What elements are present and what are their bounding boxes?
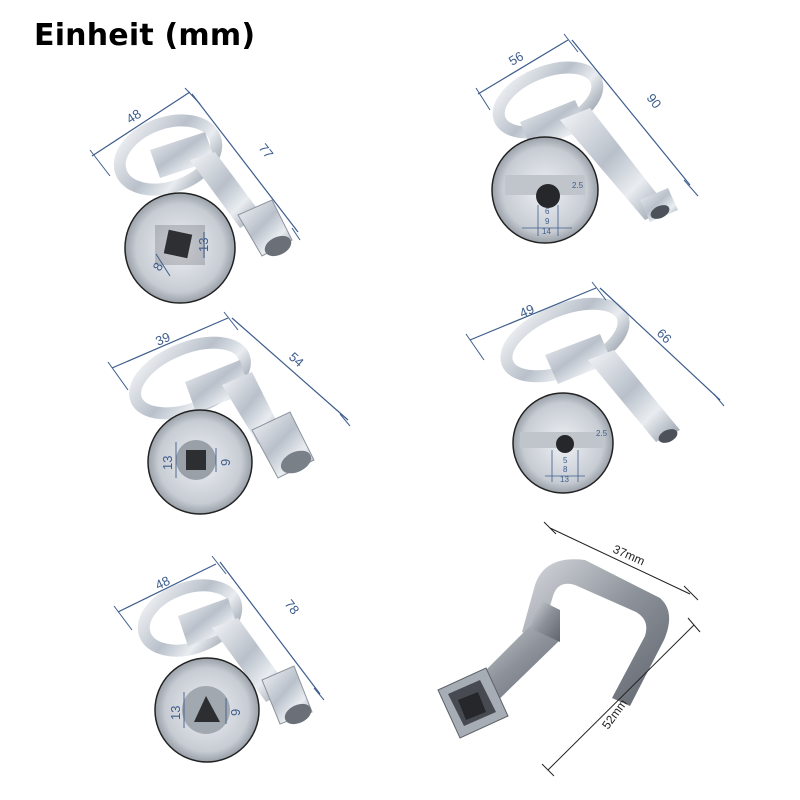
unit-title: Einheit (mm) (34, 18, 256, 53)
key-5: 48 78 13 9 (113, 555, 325, 763)
key-2-socket-b: 6 (545, 207, 550, 216)
key-3-width: 39 (153, 329, 172, 349)
key-1-length: 77 (256, 141, 277, 162)
key-4-socket-c: 8 (563, 465, 568, 474)
key-3-socket-b: 9 (218, 459, 233, 466)
key-3-length: 54 (286, 349, 307, 370)
key-1-width: 48 (123, 106, 143, 126)
key-2-socket-c: 9 (545, 217, 550, 226)
key-2: 56 90 2.5 6 9 14 (475, 33, 699, 244)
key-1: 48 77 13 8 (89, 87, 301, 304)
key-5-socket-b: 9 (228, 709, 243, 716)
key-5-width: 48 (153, 573, 173, 593)
key-5-length: 78 (282, 597, 303, 618)
key-4-width: 49 (517, 301, 536, 321)
key-3: 39 54 13 9 (107, 311, 351, 515)
key-2-length: 90 (644, 91, 665, 112)
key-2-socket-d: 14 (542, 227, 551, 236)
key-4-socket-b: 5 (563, 456, 568, 465)
key-2-socket-a: 2.5 (572, 181, 584, 190)
key-4-socket-d: 13 (560, 475, 569, 484)
key-1-socket-a: 13 (196, 238, 211, 252)
key-4: 49 66 2.5 5 8 13 (465, 281, 725, 494)
key-5-socket-a: 13 (168, 706, 183, 720)
key-4-length: 66 (654, 326, 675, 347)
key-3-socket-a: 13 (160, 456, 175, 470)
key-6: 37mm 52mm (437, 521, 701, 777)
key-2-width: 56 (506, 48, 526, 68)
key-6-width: 37mm (611, 542, 647, 568)
key-4-socket-a: 2.5 (596, 429, 608, 438)
